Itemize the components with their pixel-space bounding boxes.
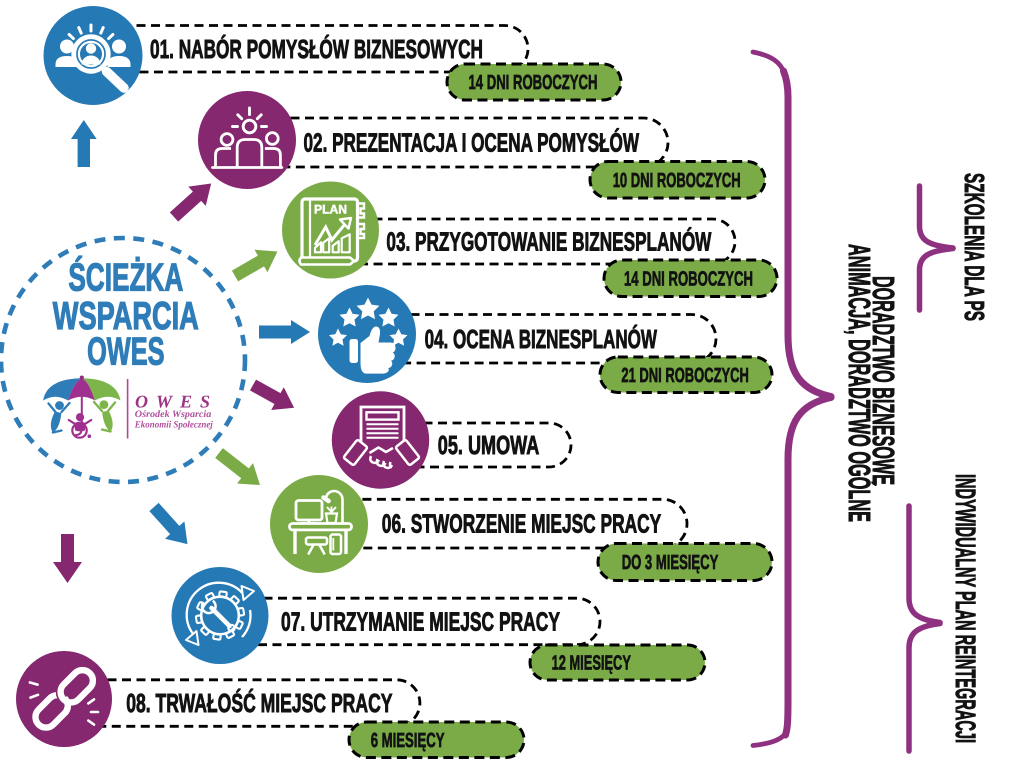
svg-text:DO 3 MIESIĘCY: DO 3 MIESIĘCY [622,552,719,574]
svg-text:07. UTRZYMANIE MIEJSC PRACY: 07. UTRZYMANIE MIEJSC PRACY [281,607,560,637]
svg-text:14 DNI ROBOCZYCH: 14 DNI ROBOCZYCH [624,268,753,290]
svg-text:ANIMACJA, DORADZTWO OGÓLNE: ANIMACJA, DORADZTWO OGÓLNE [842,244,877,522]
svg-text:08. TRWAŁOŚĆ MIEJSC PRACY: 08. TRWAŁOŚĆ MIEJSC PRACY [126,688,393,718]
svg-text:10 DNI ROBOCZYCH: 10 DNI ROBOCZYCH [613,170,741,192]
svg-text:DORADZTWO BIZNESOWE: DORADZTWO BIZNESOWE [866,276,900,485]
svg-text:SZKOLENIA DLA PS: SZKOLENIA DLA PS [959,173,990,321]
svg-text:14 DNI ROBOCZYCH: 14 DNI ROBOCZYCH [469,72,598,94]
svg-text:WSPARCIA: WSPARCIA [53,295,199,338]
svg-text:12 MIESIĘCY: 12 MIESIĘCY [552,653,632,675]
svg-text:03. PRZYGOTOWANIE BIZNESPLANÓW: 03. PRZYGOTOWANIE BIZNESPLANÓW [386,227,711,257]
svg-text:05. UMOWA: 05. UMOWA [438,430,540,460]
svg-text:04. OCENA BIZNESPLANÓW: 04. OCENA BIZNESPLANÓW [425,324,658,354]
svg-text:INDYWIDUALNY PLAN REINTEGRACJI: INDYWIDUALNY PLAN REINTEGRACJI [950,474,981,743]
svg-text:Ośrodek Wsparcia: Ośrodek Wsparcia [135,409,212,420]
svg-text:OWES: OWES [87,331,164,374]
svg-text:21 DNI ROBOCZYCH: 21 DNI ROBOCZYCH [621,365,749,387]
svg-text:6 MIESIĘCY: 6 MIESIĘCY [371,730,445,752]
svg-text:ŚCIEŻKA: ŚCIEŻKA [68,255,183,299]
svg-text:Ekonomii Społecznej: Ekonomii Społecznej [134,419,213,430]
svg-text:02. PREZENTACJA I OCENA POMYSŁ: 02. PREZENTACJA I OCENA POMYSŁÓW [304,128,640,158]
svg-text:PLAN: PLAN [314,203,347,217]
svg-text:06. STWORZENIE MIEJSC PRACY: 06. STWORZENIE MIEJSC PRACY [382,509,662,539]
svg-text:01. NABÓR POMYSŁÓW BIZNESOWYCH: 01. NABÓR POMYSŁÓW BIZNESOWYCH [150,34,483,64]
